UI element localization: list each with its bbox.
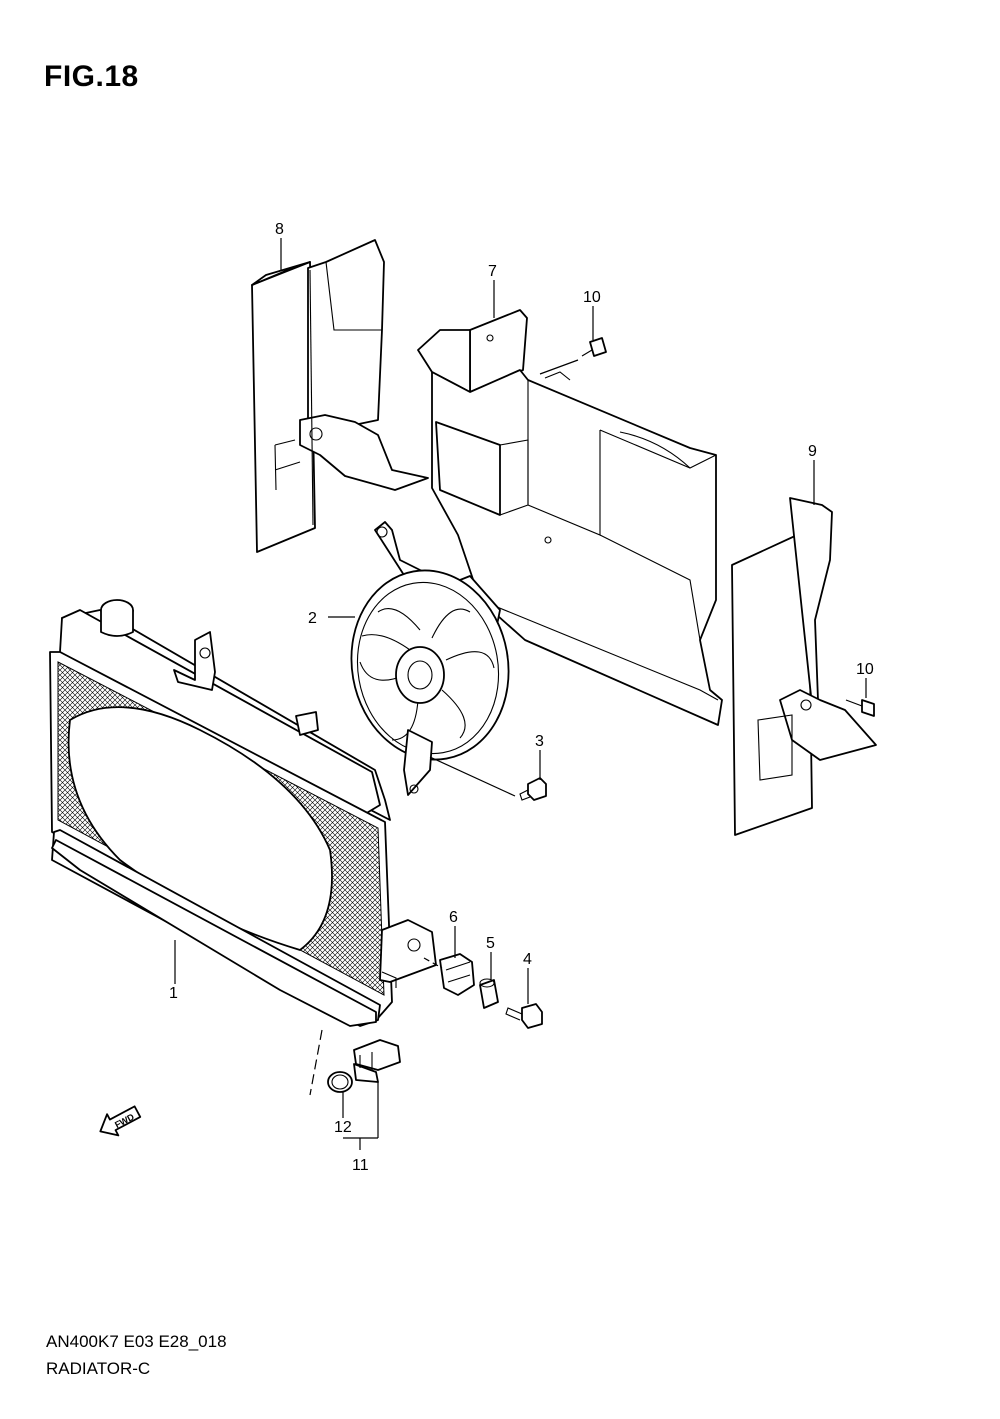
model-code: AN400K7 E03 E28_018 bbox=[46, 1332, 227, 1351]
callout-12: 12 bbox=[334, 1119, 352, 1136]
callout-8: 8 bbox=[275, 221, 284, 238]
cooling-fan-assembly bbox=[350, 521, 510, 796]
radiator bbox=[49, 599, 437, 1027]
fwd-direction-arrow: FWD bbox=[99, 1105, 142, 1137]
callout-6: 6 bbox=[449, 909, 458, 926]
bolt-part-4 bbox=[505, 1003, 543, 1029]
figure-title: FIG.18 bbox=[44, 60, 139, 93]
o-ring-part-12 bbox=[327, 1071, 353, 1093]
bolt-part-10-right bbox=[845, 699, 875, 717]
callout-7: 7 bbox=[488, 263, 497, 280]
grommet-part-6 bbox=[439, 953, 475, 996]
collar-part-5 bbox=[479, 978, 499, 1009]
thermo-switch-part-11 bbox=[353, 1039, 401, 1083]
callout-10-right: 10 bbox=[856, 661, 874, 678]
callout-2: 2 bbox=[308, 610, 317, 627]
bolt-part-3 bbox=[429, 756, 547, 801]
left-shroud-panel bbox=[251, 239, 429, 553]
callout-10-upper: 10 bbox=[583, 289, 601, 306]
callout-4: 4 bbox=[523, 951, 532, 968]
section-name: RADIATOR-C bbox=[46, 1359, 151, 1378]
callout-11: 11 bbox=[352, 1157, 369, 1174]
right-shroud-panel bbox=[731, 497, 877, 836]
center-shroud bbox=[417, 309, 723, 726]
callout-9: 9 bbox=[808, 443, 817, 460]
callout-numbers: 8 7 10 9 10 2 3 1 6 5 4 12 11 bbox=[169, 221, 874, 1174]
bolt-part-10-upper bbox=[539, 337, 607, 375]
callout-5: 5 bbox=[486, 935, 495, 952]
callout-leaders bbox=[174, 238, 867, 1150]
callout-3: 3 bbox=[535, 733, 544, 750]
callout-1: 1 bbox=[169, 985, 178, 1002]
